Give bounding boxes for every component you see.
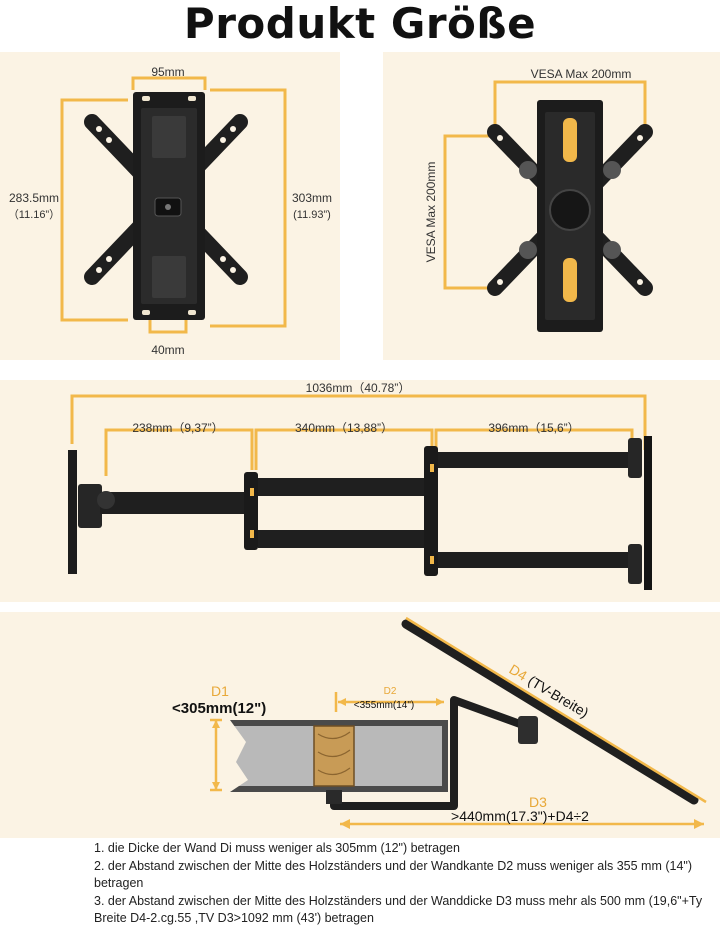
plate-top-width: 95mm <box>151 65 184 79</box>
arm-diagram: 1036mm（40.78”） 238mm（9,37”） 340mm（13,88”… <box>68 381 652 590</box>
plate-right-height-inch: (11.93”) <box>293 209 331 221</box>
arm-segment-3: 396mm（15,6”） <box>488 421 579 435</box>
plate-bottom-width: 40mm <box>151 343 184 357</box>
wall-plate-panel: 95mm 283.5mm （11.16”） 303mm (11.93”) 40m… <box>0 52 340 360</box>
d3-label: D3 <box>529 794 547 810</box>
note-item: 3. der Abstand zwischen der Mitte des Ho… <box>94 893 703 926</box>
installation-notes: 1. die Dicke der Wand Di muss weniger al… <box>94 840 704 928</box>
install-panel: D1 <305mm(12") D2 <355mm(14") D3 >440mm(… <box>0 612 720 838</box>
vesa-panel: VESA Max 200mm VESA Max 200mm <box>383 52 720 360</box>
arm-segment-2: 340mm（13,88”） <box>295 421 393 435</box>
plate-left-height-inch: （11.16”） <box>8 208 60 221</box>
vesa-horizontal-label: VESA Max 200mm <box>531 67 632 81</box>
arm-total-length: 1036mm（40.78”） <box>306 381 411 395</box>
d3-value: >440mm(17.3")+D4÷2 <box>451 808 589 824</box>
wall-plate-diagram: 95mm 283.5mm （11.16”） 303mm (11.93”) 40m… <box>8 65 332 357</box>
arm-panel: 1036mm（40.78”） 238mm（9,37”） 340mm（13,88”… <box>0 380 720 602</box>
note-item: 2. der Abstand zwischen der Mitte des Ho… <box>94 858 693 891</box>
plate-left-height: 283.5mm <box>9 191 59 205</box>
d2-label: D2 <box>384 686 397 697</box>
d1-label: D1 <box>211 683 229 699</box>
install-diagram: D1 <305mm(12") D2 <355mm(14") D3 >440mm(… <box>172 616 707 829</box>
page-title: Produkt Größe <box>183 0 537 48</box>
d2-value: <355mm(14") <box>354 700 415 711</box>
vesa-diagram: VESA Max 200mm VESA Max 200mm <box>424 67 653 332</box>
note-item: 1. die Dicke der Wand Di muss weniger al… <box>94 841 460 855</box>
vesa-vertical-label: VESA Max 200mm <box>424 162 438 263</box>
d1-value: <305mm(12") <box>172 700 266 717</box>
d4-label: D4 <box>506 661 530 684</box>
arm-segment-1: 238mm（9,37”） <box>132 421 223 435</box>
plate-right-height: 303mm <box>292 191 332 205</box>
